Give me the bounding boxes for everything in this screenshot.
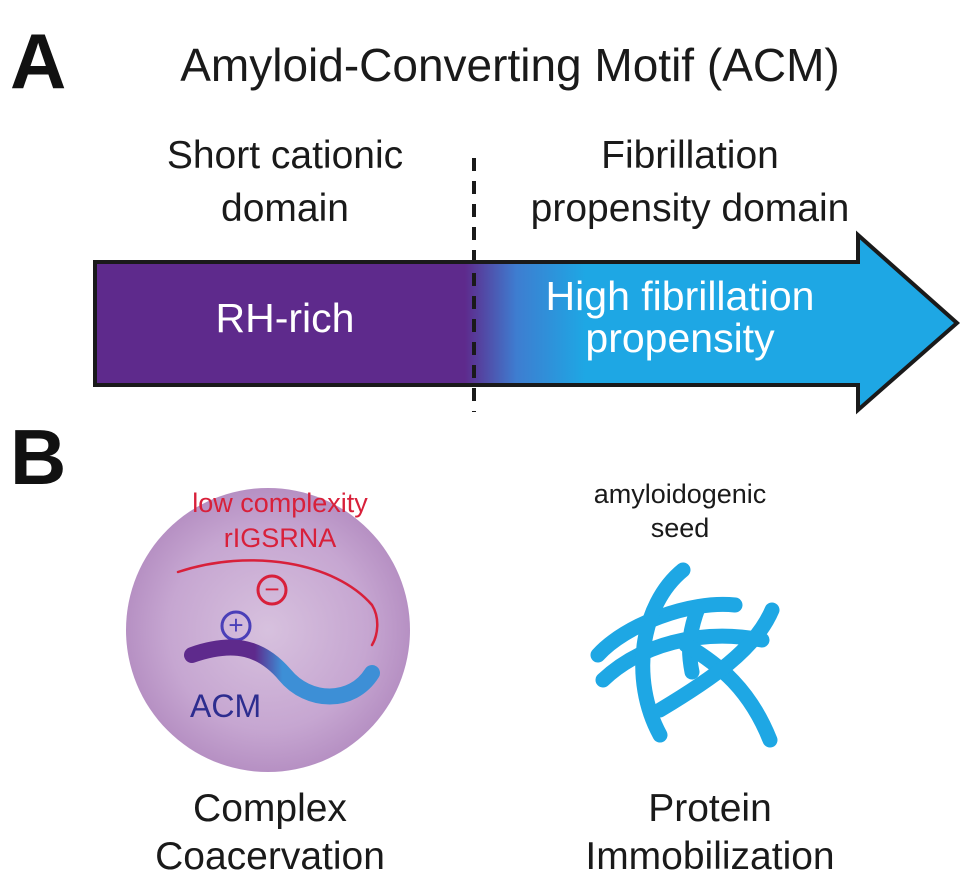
arrow-right-text: High fibrillation propensity — [475, 273, 885, 361]
left-domain-line2: domain — [221, 186, 349, 230]
positive-symbol: + — [228, 610, 244, 640]
arrow-right-line1: High fibrillation — [545, 273, 815, 319]
panel-a-letter: A — [10, 17, 67, 105]
left-domain-label: Short cationic domain — [115, 130, 455, 235]
acm-arrow — [93, 230, 961, 415]
caption-right-line2: Immobilization — [585, 834, 835, 878]
acm-label: ACM — [190, 688, 262, 724]
panel-a-title: Amyloid-Converting Motif (ACM) — [180, 39, 840, 91]
rna-strand — [176, 559, 379, 647]
right-domain-line1: Fibrillation — [601, 134, 779, 177]
seed-label: amyloidogenic seed — [580, 478, 780, 546]
negative-charge-icon — [256, 574, 288, 606]
seed-label-line1: amyloidogenic — [593, 479, 767, 509]
right-domain-label: Fibrillation propensity domain — [500, 130, 880, 235]
caption-left-line2: Coacervation — [155, 834, 385, 878]
left-domain-line1: Short cationic — [166, 134, 404, 177]
panel-b-letter: B — [10, 413, 67, 501]
arrow-left-text: RH-rich — [215, 295, 355, 341]
caption-protein-immobilization: Protein Immobilization — [550, 785, 870, 880]
arrow-right-line2: propensity — [585, 314, 775, 361]
rna-label: low complexity rIGSRNA — [180, 486, 380, 556]
caption-left-line1: Complex — [193, 787, 347, 830]
acm-peptide — [184, 639, 380, 705]
seed-label-line2: seed — [650, 512, 710, 543]
rna-label-line1: low complexity — [192, 488, 368, 518]
rna-label-line2: rIGSRNA — [223, 523, 337, 554]
negative-symbol: − — [264, 574, 280, 604]
caption-right-line1: Protein — [648, 787, 772, 830]
amyloid-fibrils-icon — [590, 562, 780, 748]
caption-complex-coacervation: Complex Coacervation — [130, 785, 410, 880]
right-domain-line2: propensity domain — [530, 186, 850, 230]
